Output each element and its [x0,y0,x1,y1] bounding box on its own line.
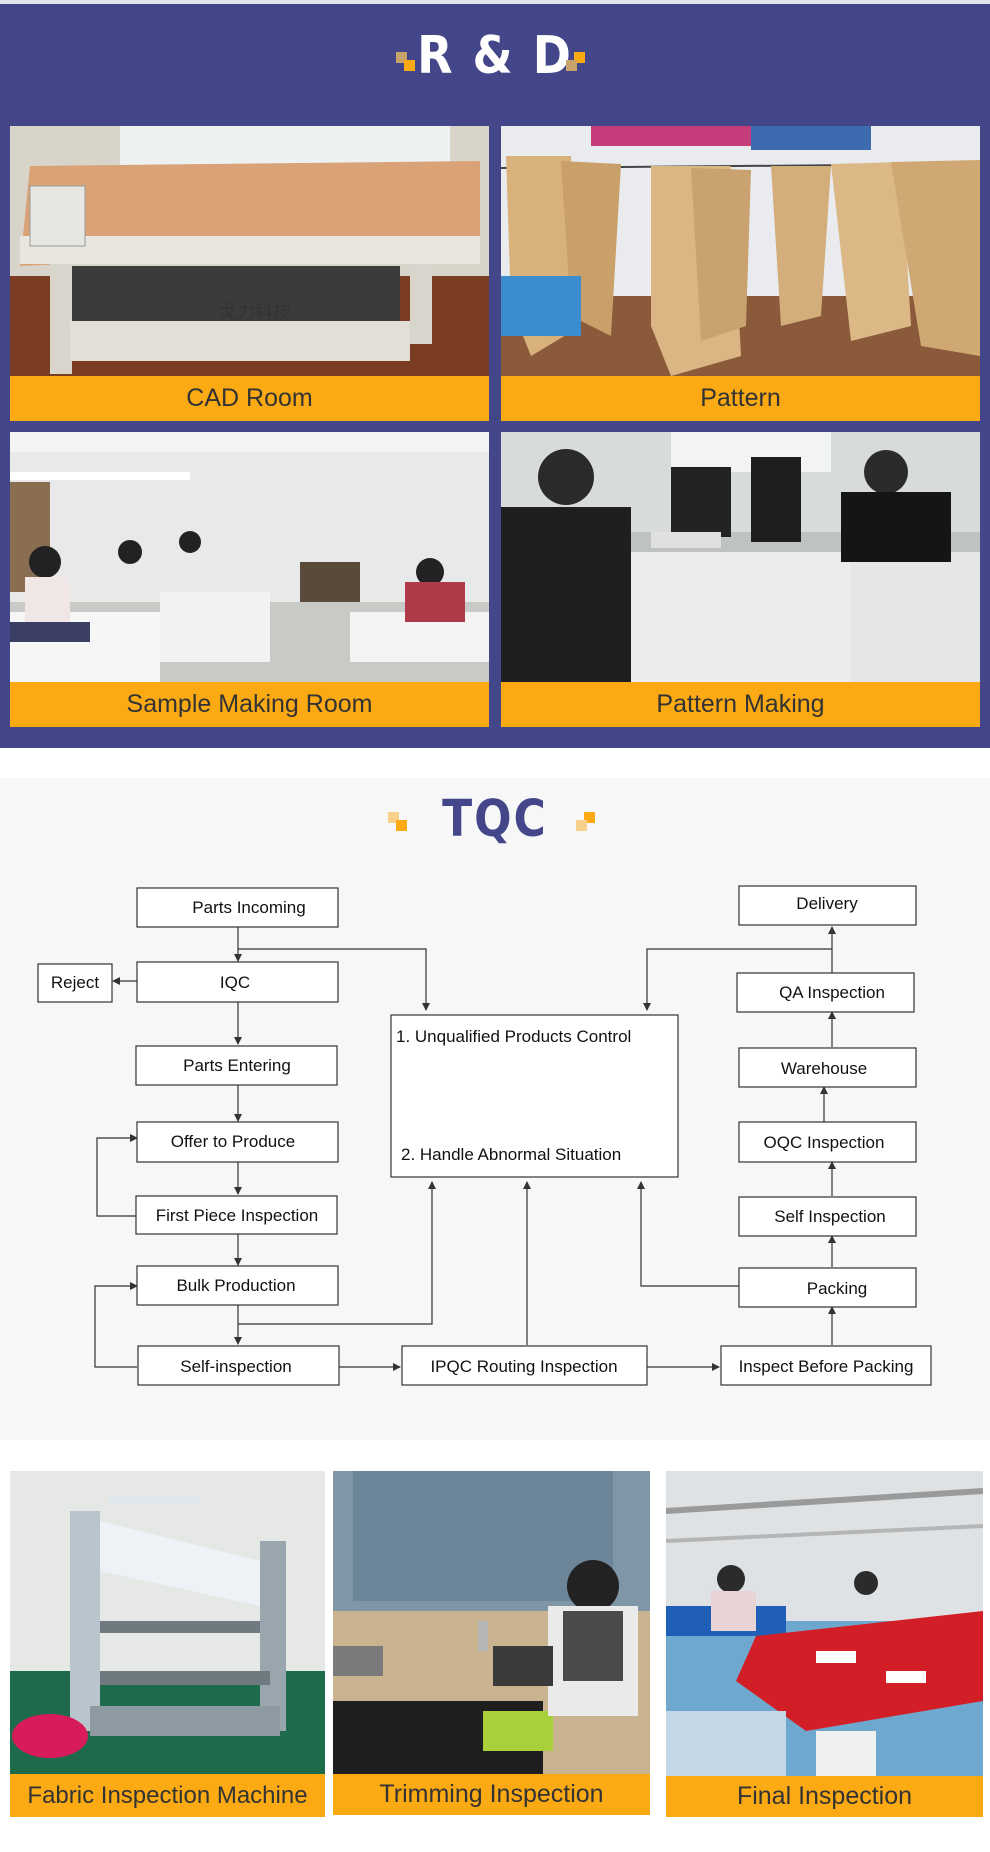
svg-text:Inspect Before Packing: Inspect Before Packing [739,1357,914,1376]
pattern-making-tile: Pattern Making [501,432,980,727]
fabric-inspection-machine-image [10,1471,325,1774]
fabric-inspection-caption: Fabric Inspection Machine [10,1774,325,1817]
sewing-room-image [10,432,489,682]
flow-node-control-box: 1. Unqualified Products Control 2. Handl… [390,1014,679,1178]
final-inspection-caption: Final Inspection [666,1776,983,1817]
svg-text:Reject: Reject [51,973,99,992]
tqc-flowchart: Parts Incoming Reject IQC Parts Entering… [37,885,932,1386]
tqc-section: TQC [0,778,990,1440]
tqc-title: TQC [442,790,548,849]
cad-room-caption: CAD Room [10,376,489,421]
sample-making-room-caption: Sample Making Room [10,682,489,727]
rd-section: R & D 戈力科技 CAD Room [0,0,990,748]
flow-node-delivery: Delivery [738,885,917,926]
flow-node-bulk-production: Bulk Production [136,1265,339,1306]
final-inspection-tile: Final Inspection [666,1471,983,1817]
top-divider [0,0,990,4]
fabric-inspection-tile: Fabric Inspection Machine [10,1471,325,1817]
sample-making-room-tile: Sample Making Room [10,432,489,727]
svg-text:Bulk Production: Bulk Production [176,1276,295,1295]
svg-text:QA Inspection: QA Inspection [779,983,885,1002]
rd-title: R & D [417,24,573,86]
svg-text:Warehouse: Warehouse [781,1059,867,1078]
sample-making-room-photo [10,432,489,682]
pattern-making-photo [501,432,980,682]
svg-text:Delivery: Delivery [796,894,858,913]
flow-node-self-inspection: Self-inspection [137,1345,340,1386]
svg-text:First Piece Inspection: First Piece Inspection [156,1206,319,1225]
flow-node-inspect-before-packing: Inspect Before Packing [720,1345,932,1386]
flow-node-parts-entering: Parts Entering [135,1045,338,1086]
unqualified-products-control-text: 1. Unqualified Products Control [396,1027,631,1046]
flow-node-packing: Packing [738,1267,917,1308]
flow-node-warehouse: Warehouse [738,1047,917,1088]
flow-node-first-piece-inspection: First Piece Inspection [135,1195,338,1235]
decorative-squares-icon [566,52,585,71]
trimming-inspection-tile: Trimming Inspection [333,1471,650,1817]
pattern-photo [501,126,980,376]
trimming-inspection-caption: Trimming Inspection [333,1774,650,1815]
svg-text:Parts Incoming: Parts Incoming [192,898,305,917]
svg-text:Parts Entering: Parts Entering [183,1056,291,1075]
cad-room-photo: 戈力科技 [10,126,489,376]
flowchart-connectors [94,926,836,1371]
flow-node-parts-incoming: Parts Incoming [136,887,339,928]
pattern-making-caption: Pattern Making [501,682,980,727]
pattern-caption: Pattern [501,376,980,421]
flow-node-self-inspection-right: Self Inspection [738,1196,917,1237]
svg-text:Self-inspection: Self-inspection [180,1357,292,1376]
svg-text:Packing: Packing [807,1279,867,1298]
plotter-brand-sign: 戈力科技 [219,302,291,323]
cad-room-tile: 戈力科技 CAD Room [10,126,489,421]
handle-abnormal-situation-text: 2. Handle Abnormal Situation [401,1145,621,1164]
flow-node-qa-inspection: QA Inspection [736,972,915,1013]
cad-plotter-image: 戈力科技 [10,126,489,376]
final-inspection-image [666,1471,983,1776]
flow-node-offer-to-produce: Offer to Produce [136,1121,339,1163]
svg-text:IQC: IQC [220,973,250,992]
svg-text:Self Inspection: Self Inspection [774,1207,886,1226]
decorative-squares-icon [396,52,415,71]
flow-node-ipqc-routing-inspection: IPQC Routing Inspection [401,1345,648,1386]
decorative-squares-icon [388,812,407,831]
svg-text:OQC Inspection: OQC Inspection [764,1133,885,1152]
flow-node-oqc-inspection: OQC Inspection [738,1121,917,1163]
decorative-squares-icon [576,812,595,831]
flow-node-iqc: IQC [136,961,339,1003]
pattern-tile: Pattern [501,126,980,421]
hanging-patterns-image [501,126,980,376]
office-workers-image [501,432,980,682]
flow-node-reject: Reject [37,963,113,1003]
trimming-inspection-image [333,1471,650,1774]
svg-text:Offer to Produce: Offer to Produce [171,1132,295,1151]
svg-text:IPQC Routing Inspection: IPQC Routing Inspection [430,1357,617,1376]
